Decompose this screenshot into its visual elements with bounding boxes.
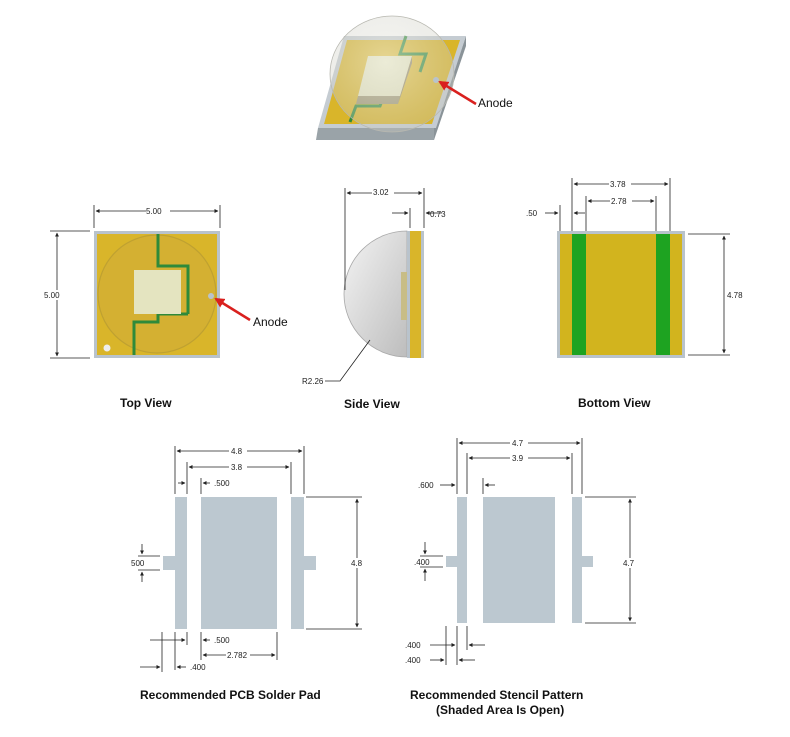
bottom-view: 3.78 2.78 .50 4.78 Bottom View (526, 178, 750, 410)
stencil-pad-right-tab (580, 556, 593, 567)
top-view-pin1-dot (103, 344, 111, 352)
anode-label-3d: Anode (478, 96, 513, 110)
stencil-pad-right (572, 497, 582, 623)
stencil-pad-left (457, 497, 467, 623)
isometric-view: Anode (316, 15, 513, 140)
dim-pcb-height: 4.8 (351, 559, 363, 568)
side-view: 3.02 0.73 R2.26 Side View (302, 186, 446, 411)
caption-side-view: Side View (344, 397, 400, 411)
top-view-die (134, 270, 181, 314)
pcb-pad-right-tab (302, 556, 316, 570)
anode-arrow-3d (438, 80, 477, 106)
dim-bottom-strip: .50 (526, 209, 538, 218)
bottom-view-strip-right (656, 234, 670, 355)
dim-pcb-gap: .500 (214, 479, 230, 488)
dome-3d (329, 15, 455, 133)
dim-pcb-bottom-gap: .500 (214, 636, 230, 645)
pcb-solder-pad: 4.8 3.8 .500 500 4.8 .500 2.782 (131, 445, 366, 702)
dim-st-height: 4.7 (623, 559, 635, 568)
anode-label-top: Anode (253, 315, 288, 329)
dim-st-inner: 3.9 (512, 454, 524, 463)
anode-arrow-top (214, 297, 251, 322)
dim-bottom-inner: 2.78 (611, 197, 627, 206)
top-view: Anode 5.00 5.00 Top View (40, 205, 288, 410)
side-view-die (401, 272, 407, 320)
dim-top-width: 5.00 (146, 207, 162, 216)
caption-top-view: Top View (120, 396, 172, 410)
dim-pcb-pad-width: 2.782 (227, 651, 248, 660)
dim-side-depth: 3.02 (373, 188, 389, 197)
caption-stencil-line1: Recommended Stencil Pattern (410, 688, 583, 702)
top-view-trace-upper (156, 234, 190, 314)
dim-st-tab: .400 (414, 558, 430, 567)
caption-pcb-pad: Recommended PCB Solder Pad (140, 688, 321, 702)
pcb-pad-right (291, 497, 304, 629)
dim-side-thickness: 0.73 (430, 210, 446, 219)
stencil-pad-left-tab (446, 556, 459, 567)
pcb-pad-center (201, 497, 277, 629)
side-view-dome (343, 230, 408, 358)
bottom-view-strip-left (572, 234, 586, 355)
stencil-pattern: 4.7 3.9 .600 .400 4.7 .400 .400 Recom (405, 437, 638, 717)
dim-pcb-tab: 500 (131, 559, 145, 568)
top-view-anode-mark (208, 293, 214, 299)
pcb-pad-left-tab (163, 556, 177, 570)
pcb-pad-left (175, 497, 187, 629)
dim-pcb-strip: .400 (190, 663, 206, 672)
dim-bottom-height: 4.78 (727, 291, 743, 300)
dim-st-bottom2: .400 (405, 656, 421, 665)
side-view-substrate (410, 231, 421, 358)
caption-bottom-view: Bottom View (578, 396, 651, 410)
anode-mark-3d (433, 77, 439, 83)
dim-pcb-inner: 3.8 (231, 463, 243, 472)
dim-bottom-outer: 3.78 (610, 180, 626, 189)
dim-pcb-overall: 4.8 (231, 447, 243, 456)
dim-side-radius: R2.26 (302, 377, 324, 386)
caption-stencil-line2: (Shaded Area Is Open) (436, 703, 564, 717)
dim-st-gap: .600 (418, 481, 434, 490)
dim-st-bottom1: .400 (405, 641, 421, 650)
dim-st-overall: 4.7 (512, 439, 524, 448)
stencil-pad-center (483, 497, 555, 623)
dim-top-height: 5.00 (44, 291, 60, 300)
